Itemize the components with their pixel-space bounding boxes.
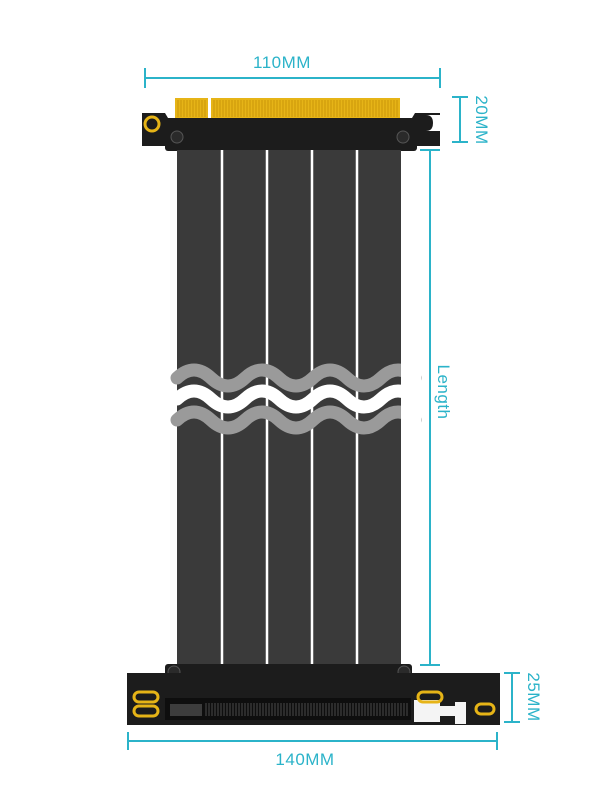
mounting-hole-icon bbox=[143, 115, 161, 133]
mounting-hole-icon bbox=[132, 704, 160, 718]
mounting-hole-icon bbox=[474, 702, 496, 716]
top-height-dimension: 20MM bbox=[452, 95, 491, 145]
top-cable-clamp bbox=[165, 125, 417, 151]
top-width-dimension: 110MM bbox=[144, 53, 441, 88]
bottom-pcie-slot-connector bbox=[127, 664, 500, 725]
bottom-height-label: 25MM bbox=[524, 672, 543, 721]
bottom-height-dimension: 25MM bbox=[504, 672, 543, 723]
bottom-width-dimension: 140MM bbox=[127, 732, 498, 769]
mounting-hole-icon bbox=[416, 690, 444, 704]
mounting-hole-icon bbox=[132, 690, 160, 704]
gold-contacts-short bbox=[175, 98, 208, 118]
screw-icon bbox=[170, 130, 184, 144]
screw-icon bbox=[396, 130, 410, 144]
slot-latch-icon bbox=[414, 700, 466, 724]
gold-contacts-long bbox=[211, 98, 400, 118]
length-label: Length bbox=[434, 365, 453, 420]
top-pcie-connector bbox=[142, 98, 440, 151]
wavy-break-icon bbox=[170, 363, 422, 435]
length-dimension: Length bbox=[420, 149, 453, 666]
slot-key-section bbox=[170, 704, 202, 716]
top-height-label: 20MM bbox=[472, 95, 491, 144]
bracket-notch bbox=[426, 115, 440, 131]
top-width-label: 110MM bbox=[253, 53, 311, 72]
bottom-width-label: 140MM bbox=[275, 750, 334, 769]
